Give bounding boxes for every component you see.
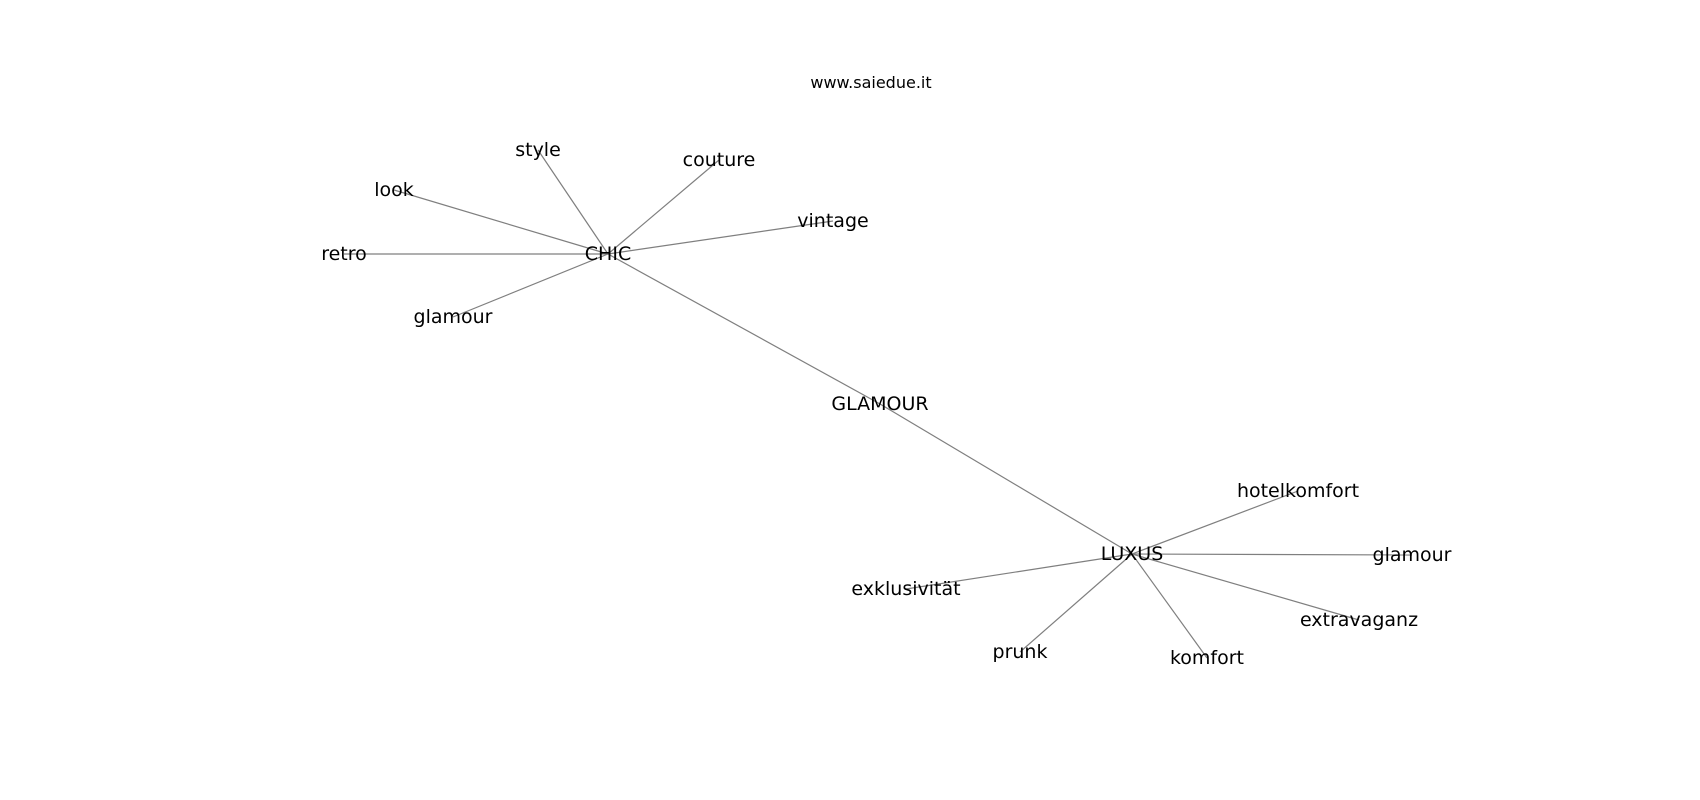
edge-luxus-prunk xyxy=(1019,553,1133,653)
edge-luxus-hotelkomfort xyxy=(1131,490,1299,555)
edge-chic-style xyxy=(537,149,609,255)
watermark-text: www.saiedue.it xyxy=(810,73,931,92)
edge-glamour_root-chic xyxy=(607,253,881,405)
node-label-extravaganz: extravaganz xyxy=(1300,609,1418,631)
node-label-prunk: prunk xyxy=(993,641,1048,663)
node-label-style: style xyxy=(515,139,561,161)
edge-chic-vintage xyxy=(607,220,834,255)
edge-glamour_root-luxus xyxy=(879,403,1133,555)
edge-luxus-komfort xyxy=(1131,553,1208,659)
node-label-exklusivitaet: exklusivität xyxy=(851,578,960,600)
node-label-glamour-chic: glamour xyxy=(414,306,493,328)
node-label-look: look xyxy=(374,179,414,201)
node-label-luxus: LUXUS xyxy=(1101,543,1164,565)
node-label-glamour-root: GLAMOUR xyxy=(831,393,928,415)
edge-chic-glamour_chic xyxy=(452,253,609,318)
edge-chic-couture xyxy=(607,159,720,255)
node-label-retro: retro xyxy=(321,243,367,265)
node-label-hotelkomfort: hotelkomfort xyxy=(1237,480,1359,502)
edge-luxus-extravaganz xyxy=(1131,553,1360,621)
node-label-couture: couture xyxy=(683,149,756,171)
node-layer: GLAMOUR CHIC LUXUS style couture look vintage r… xyxy=(321,139,1451,669)
edge-layer xyxy=(344,149,1413,659)
node-label-komfort: komfort xyxy=(1170,647,1244,669)
edge-luxus-glamour_luxus xyxy=(1131,553,1413,556)
node-label-chic: CHIC xyxy=(585,243,631,265)
node-label-vintage: vintage xyxy=(797,210,868,232)
edge-luxus-exklusivitaet xyxy=(905,553,1133,590)
edge-chic-look xyxy=(393,189,609,255)
node-label-glamour-luxus: glamour xyxy=(1373,544,1452,566)
